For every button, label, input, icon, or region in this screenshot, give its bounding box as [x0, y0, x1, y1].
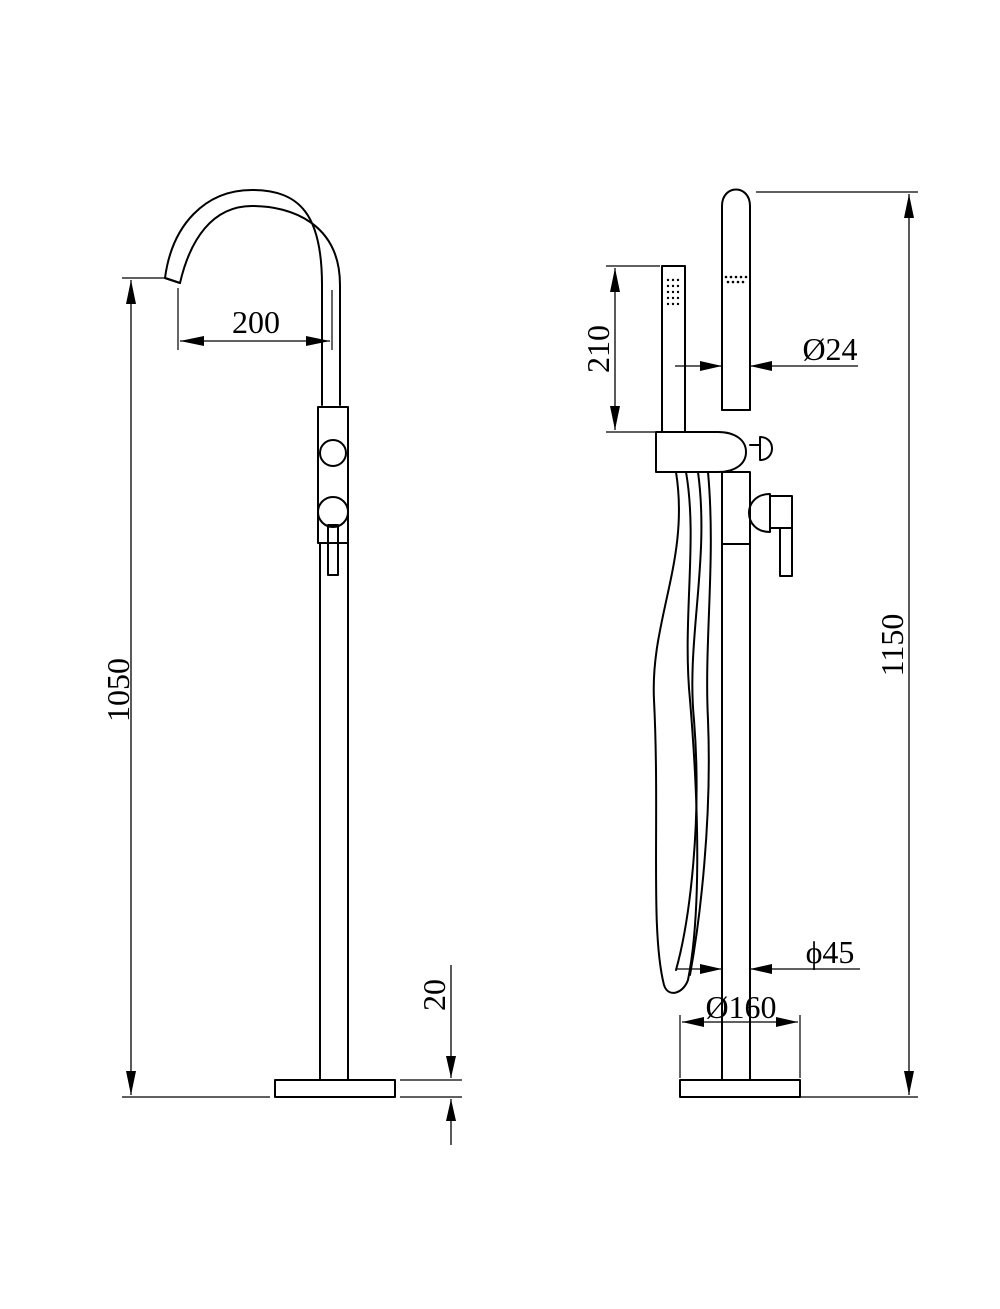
column — [319, 542, 349, 1081]
handshower — [661, 265, 686, 433]
base-plate — [274, 1079, 396, 1098]
hose — [652, 471, 699, 994]
diverter-knob — [319, 439, 347, 467]
dimension-column-diameter: ϕ45 — [676, 934, 860, 974]
column-diameter-label: ϕ45 — [806, 934, 855, 970]
aerator-band — [724, 275, 748, 284]
dimension-base-diameter: Ø160 — [679, 989, 801, 1078]
dimension-handshower-diameter: Ø24 — [675, 331, 858, 371]
spout — [164, 189, 341, 406]
front-height-label: 1050 — [100, 658, 136, 722]
handshower-nozzles — [666, 278, 680, 306]
handshower-length-label: 210 — [580, 325, 616, 373]
dimension-base-thickness: 20 — [400, 965, 462, 1145]
handshower-holder — [655, 431, 747, 473]
side-base-plate — [679, 1079, 801, 1098]
base-diameter-label: Ø160 — [705, 989, 776, 1025]
hose-inner — [675, 471, 703, 971]
side-view — [652, 188, 801, 1098]
spout-reach-label: 200 — [232, 304, 280, 340]
front-view — [164, 189, 396, 1098]
lever-hub — [317, 496, 349, 528]
dimension-spout-reach: 200 — [177, 288, 333, 350]
side-mixer-body — [721, 471, 751, 545]
side-lever — [748, 493, 793, 577]
dimension-handshower-length: 210 — [580, 265, 660, 433]
handshower-diameter-label: Ø24 — [802, 331, 857, 367]
mixer-body — [317, 406, 349, 544]
side-column — [721, 188, 751, 411]
dimension-front-height: 1050 — [100, 277, 270, 1098]
base-thickness-label: 20 — [416, 979, 452, 1011]
side-lower-column — [721, 543, 751, 1081]
dimension-total-height: 1150 — [756, 191, 918, 1098]
side-diverter-knob — [749, 436, 773, 461]
total-height-label: 1150 — [874, 614, 910, 677]
lever-handle — [327, 524, 339, 576]
